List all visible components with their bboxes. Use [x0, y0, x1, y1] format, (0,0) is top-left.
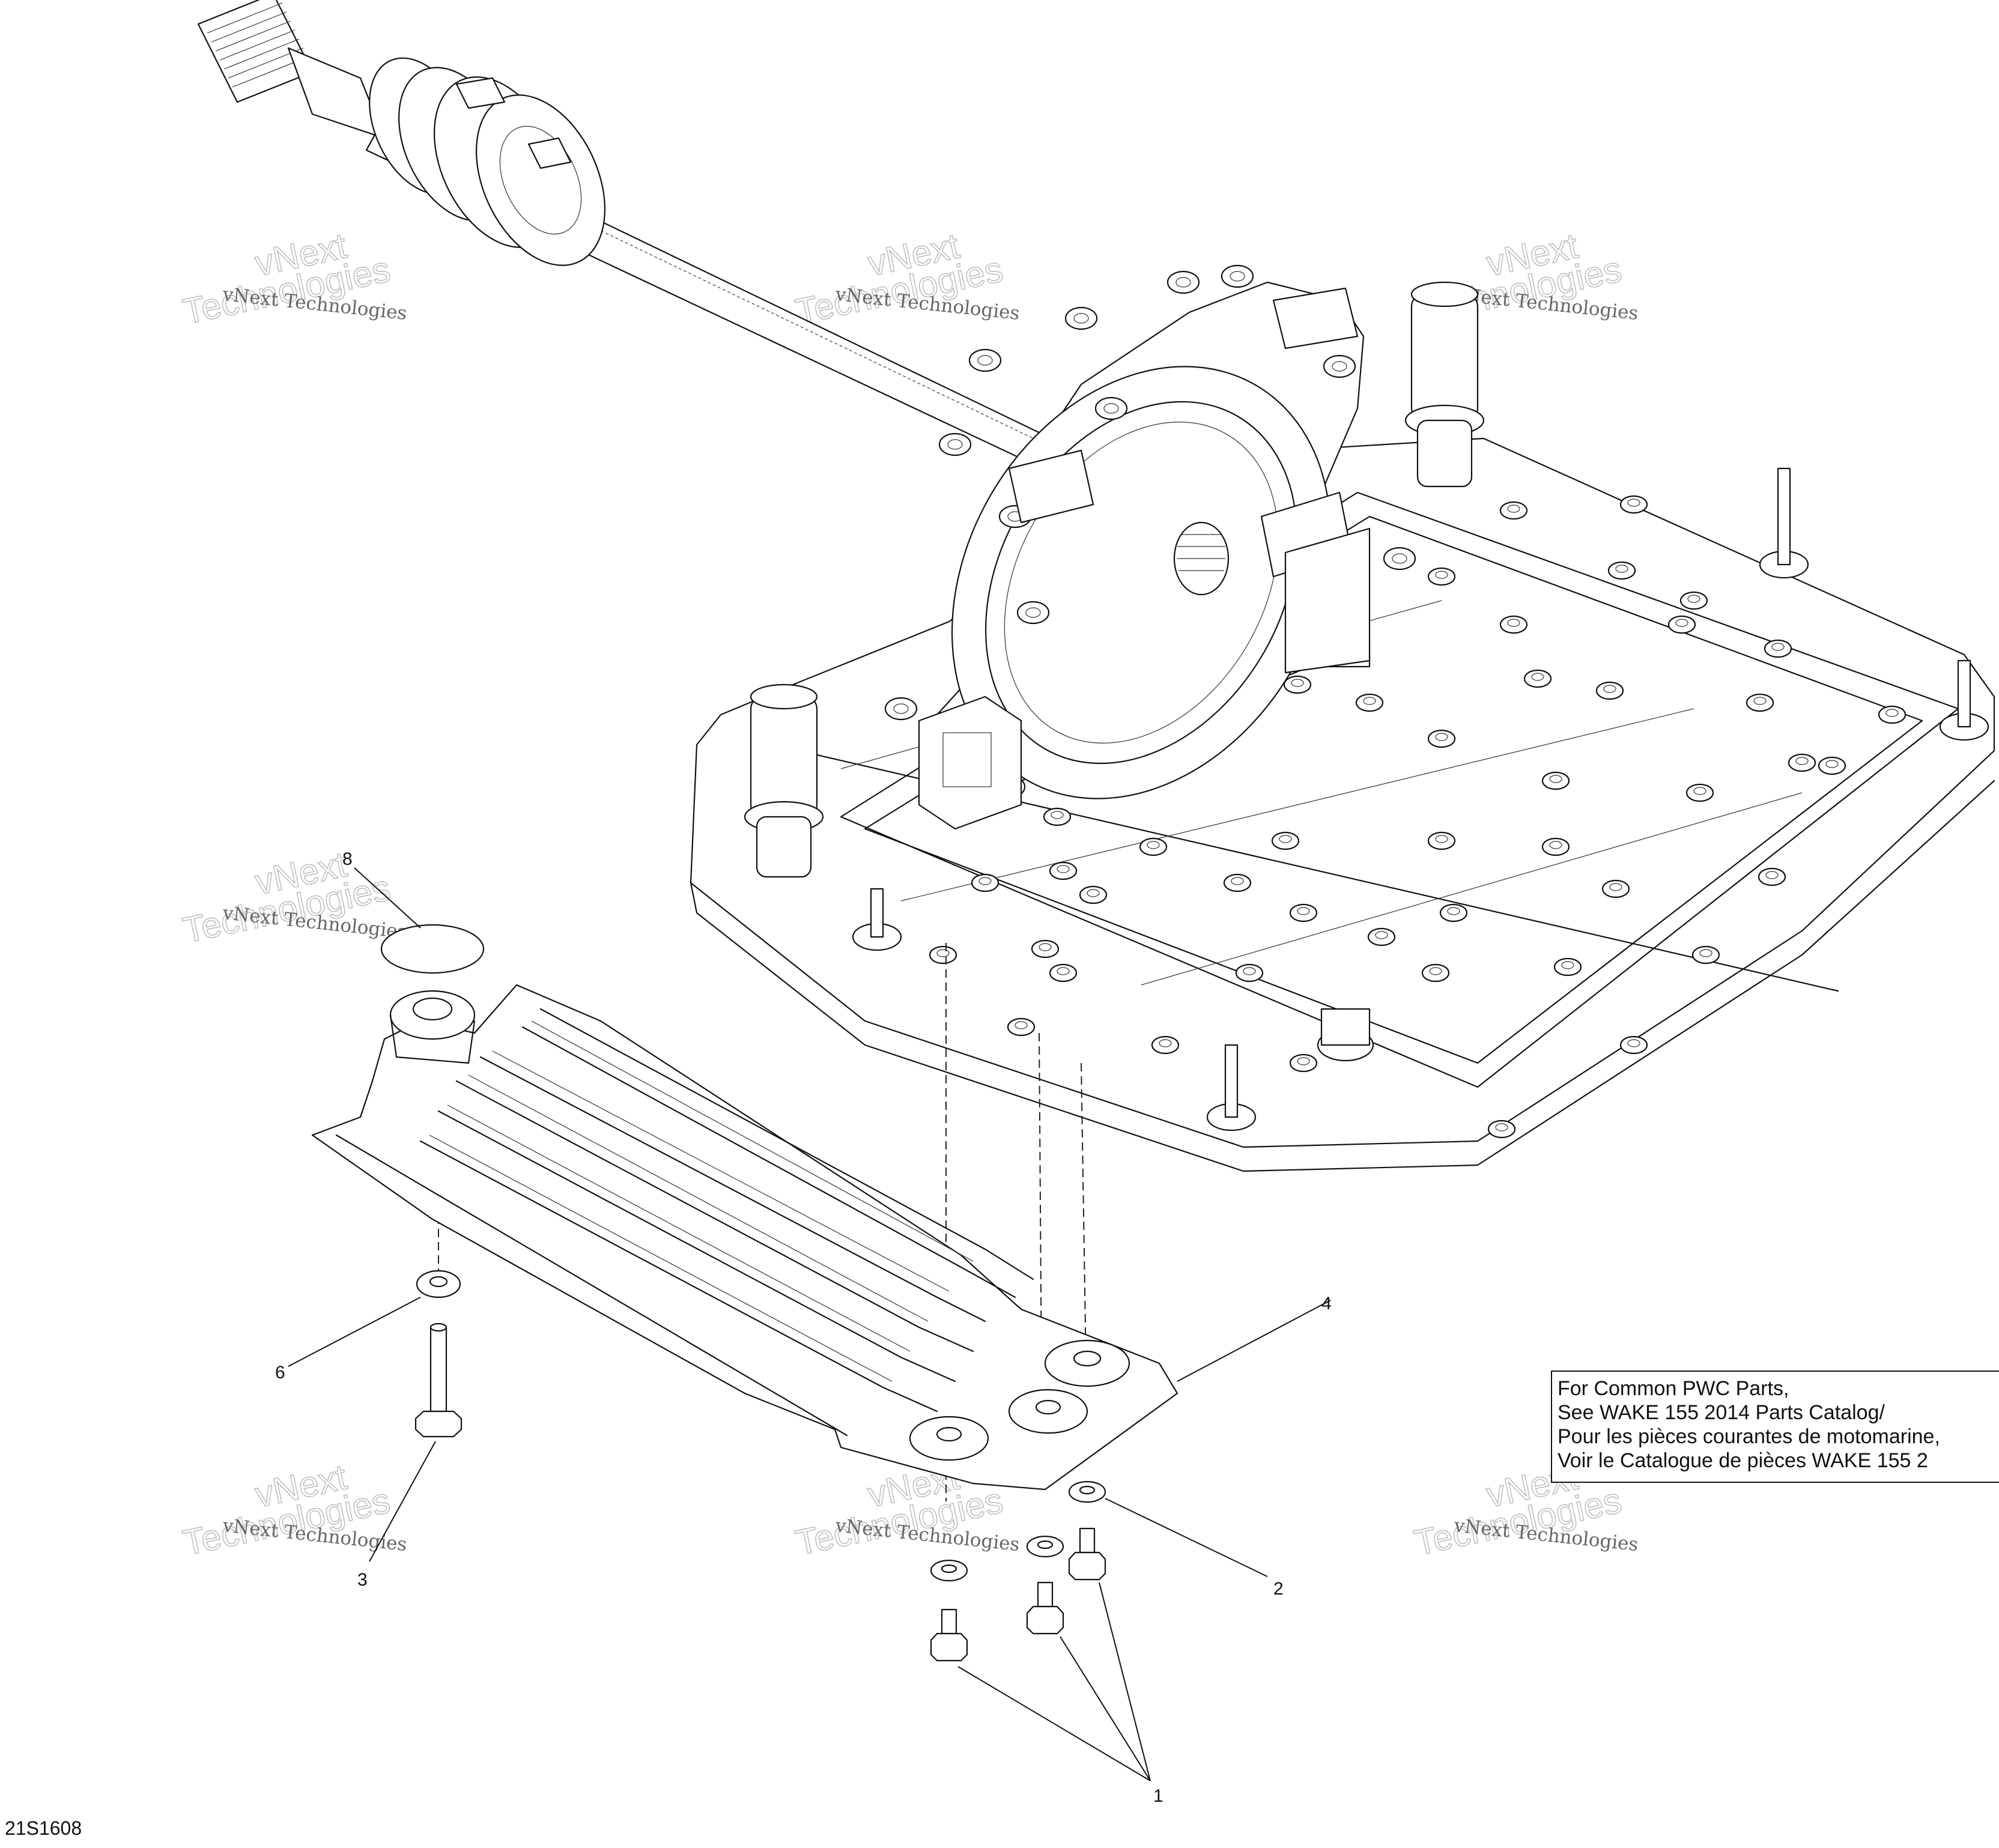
callout-3: 3: [357, 1570, 368, 1590]
plate-screw: [1439, 903, 1468, 922]
plate-screw: [1541, 837, 1570, 856]
drawing-code: 21S1608: [5, 1817, 82, 1839]
plate-screw: [1427, 729, 1456, 748]
plate-screw: [1619, 495, 1648, 514]
plate-screw: [1667, 615, 1696, 634]
callout-2: 2: [1273, 1579, 1284, 1599]
common-parts-note: For Common PWC Parts, See WAKE 155 2014 …: [1551, 1371, 1999, 1483]
plate-screw: [1764, 639, 1792, 658]
plate-screw: [1607, 561, 1636, 580]
plate-screw: [1289, 1053, 1318, 1073]
plate-screw: [1499, 501, 1528, 520]
plate-screw: [1235, 963, 1264, 983]
plate-studs: [852, 467, 1989, 1132]
plate-screw: [1031, 939, 1060, 959]
plate-screw: [1271, 831, 1300, 850]
plate-screw: [1679, 591, 1708, 610]
housing-bolt: [1383, 547, 1416, 571]
plate-screw: [1367, 927, 1396, 947]
plate-screw: [1049, 861, 1078, 880]
housing-bolt: [1094, 396, 1128, 420]
plate-screw: [1007, 1017, 1036, 1037]
plate-screw: [1427, 831, 1456, 850]
housing-bolt: [968, 348, 1002, 372]
plate-screw: [1283, 675, 1312, 694]
plate-screw: [1079, 885, 1108, 904]
housing-bolt: [1016, 601, 1050, 625]
plate-screws: [929, 495, 1906, 1139]
plate-screw: [1151, 1035, 1180, 1055]
plate-screw: [1685, 783, 1714, 802]
housing-bolt: [1064, 306, 1098, 330]
callout-6: 6: [275, 1363, 285, 1383]
plate-screw: [1541, 771, 1570, 790]
plate-screw: [1878, 705, 1906, 724]
plate-screw: [1427, 567, 1456, 586]
plate-screw: [1139, 837, 1168, 856]
note-line-3: Pour les pièces courantes de motomarine,: [1558, 1425, 1940, 1448]
part-3-screw: [414, 1322, 463, 1438]
plate-screw: [971, 873, 1000, 892]
plate-screw: [1818, 756, 1846, 775]
plate-screw: [1788, 753, 1816, 772]
plate-screw: [929, 945, 957, 965]
callout-1: 1: [1153, 1786, 1163, 1806]
plate-screw: [1553, 957, 1582, 977]
part-2-washers: [930, 1480, 1106, 1582]
plate-screw: [1487, 1119, 1516, 1139]
callout-8: 8: [342, 849, 353, 869]
plate-screw: [1595, 681, 1624, 700]
plate-screw: [1289, 903, 1318, 922]
housing-bolt: [884, 697, 918, 721]
pump-housing: [884, 264, 1416, 830]
leader-lines: [288, 867, 1331, 1781]
housing-bolt: [1221, 264, 1254, 288]
plate-screw: [1523, 669, 1552, 688]
plate-screw: [1619, 1035, 1648, 1055]
note-line-4: Voir le Catalogue de pièces WAKE 155 2: [1558, 1449, 1928, 1472]
housing-bolt: [938, 432, 972, 456]
callout-4: 4: [1321, 1294, 1332, 1313]
plate-screw: [1355, 693, 1384, 712]
part-6-washer: [416, 1270, 461, 1298]
plate-screw: [1223, 873, 1252, 892]
housing-bolt: [1166, 270, 1200, 294]
cooling-fittings: [744, 281, 1485, 878]
plate-screw: [1499, 615, 1528, 634]
note-line-1: For Common PWC Parts,: [1558, 1377, 1789, 1400]
plate-screw: [1421, 963, 1450, 983]
plate-screw: [1691, 945, 1720, 965]
plate-screw: [1601, 879, 1630, 898]
part-1-screws: [930, 1527, 1106, 1662]
plate-screw: [1049, 963, 1078, 983]
plate-screw: [1746, 693, 1774, 712]
plate-screw: [1758, 867, 1786, 886]
part-8-disc: [380, 924, 485, 974]
housing-bolt: [1323, 354, 1356, 378]
plate-screw: [1043, 807, 1072, 826]
part-4-intake-grate: [311, 984, 1178, 1491]
note-line-2: See WAKE 155 2014 Parts Catalog/: [1558, 1401, 1885, 1424]
